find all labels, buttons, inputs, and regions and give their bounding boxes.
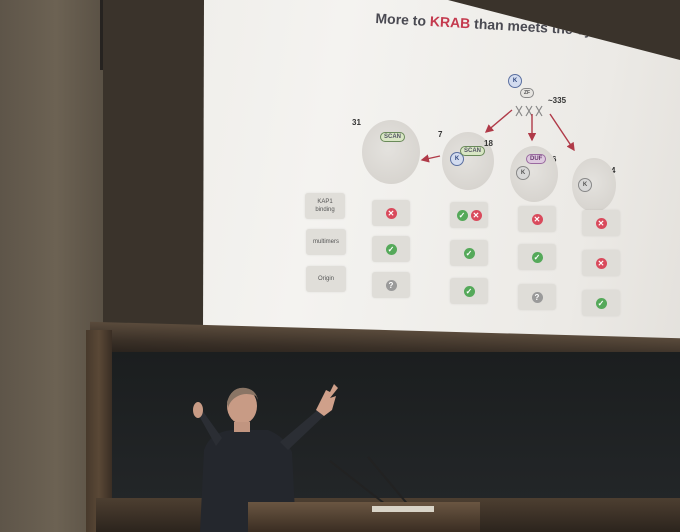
result-cell: ✓	[582, 290, 620, 316]
question-icon: ?	[531, 291, 543, 303]
cross-icon: ✕	[595, 257, 607, 269]
row-label-text: multimers	[312, 239, 339, 245]
domain-label: DUF	[526, 154, 547, 164]
protein-group-scan	[362, 120, 420, 184]
check-icon: ✓	[463, 285, 475, 297]
question-icon: ?	[385, 279, 397, 291]
lineage-arrows	[420, 109, 575, 163]
notes-paper	[372, 506, 434, 512]
result-cell: ✓	[450, 278, 488, 304]
cross-icon: ✕	[385, 207, 397, 219]
domain-label: K	[578, 178, 592, 192]
group-count: 31	[352, 118, 361, 127]
group-count: 4	[611, 166, 616, 175]
result-cell: ✕	[582, 210, 620, 236]
result-cell: ?	[518, 284, 556, 310]
cross-icon: ✕	[470, 209, 482, 221]
zinc-finger-array-icon	[515, 105, 543, 117]
domain-label: SCAN	[460, 146, 486, 156]
domain-label: K	[450, 152, 464, 166]
cross-icon: ✕	[595, 217, 607, 229]
result-cell: ✓	[450, 240, 488, 266]
row-label-text: Origin	[317, 276, 334, 282]
row-label-origin: Origin	[306, 266, 346, 292]
cross-icon: ✕	[531, 213, 543, 225]
podium	[248, 502, 480, 532]
check-icon: ✓	[463, 247, 475, 259]
result-cell: ✓✕	[450, 202, 488, 228]
result-cell: ✕	[372, 200, 410, 226]
slide-title-highlight: KRAB	[429, 13, 471, 32]
result-cell: ?	[372, 272, 410, 298]
check-icon: ✓	[385, 243, 397, 255]
result-cell: ✕	[582, 250, 620, 276]
root-k-domain: K	[508, 74, 522, 88]
group-count: 7	[438, 130, 443, 139]
group-count: 18	[484, 139, 493, 148]
check-icon: ✓	[456, 209, 468, 221]
slide-title-prefix: More to	[375, 10, 431, 30]
row-label-kap1-binding: KAP1 binding	[305, 193, 345, 219]
result-cell: ✓	[372, 236, 410, 262]
root-count: ~335	[548, 96, 567, 105]
result-cell: ✓	[518, 244, 556, 270]
root-zf-domain: ZF	[520, 88, 535, 98]
domain-label: SCAN	[380, 132, 406, 142]
row-label-multimers: multimers	[306, 229, 346, 255]
check-icon: ✓	[531, 251, 543, 263]
result-cell: ✕	[518, 206, 556, 232]
check-icon: ✓	[595, 297, 607, 309]
chalkboard-writing	[460, 380, 530, 440]
row-label-text: KAP1 binding	[315, 199, 335, 213]
domain-label: K	[516, 166, 530, 180]
